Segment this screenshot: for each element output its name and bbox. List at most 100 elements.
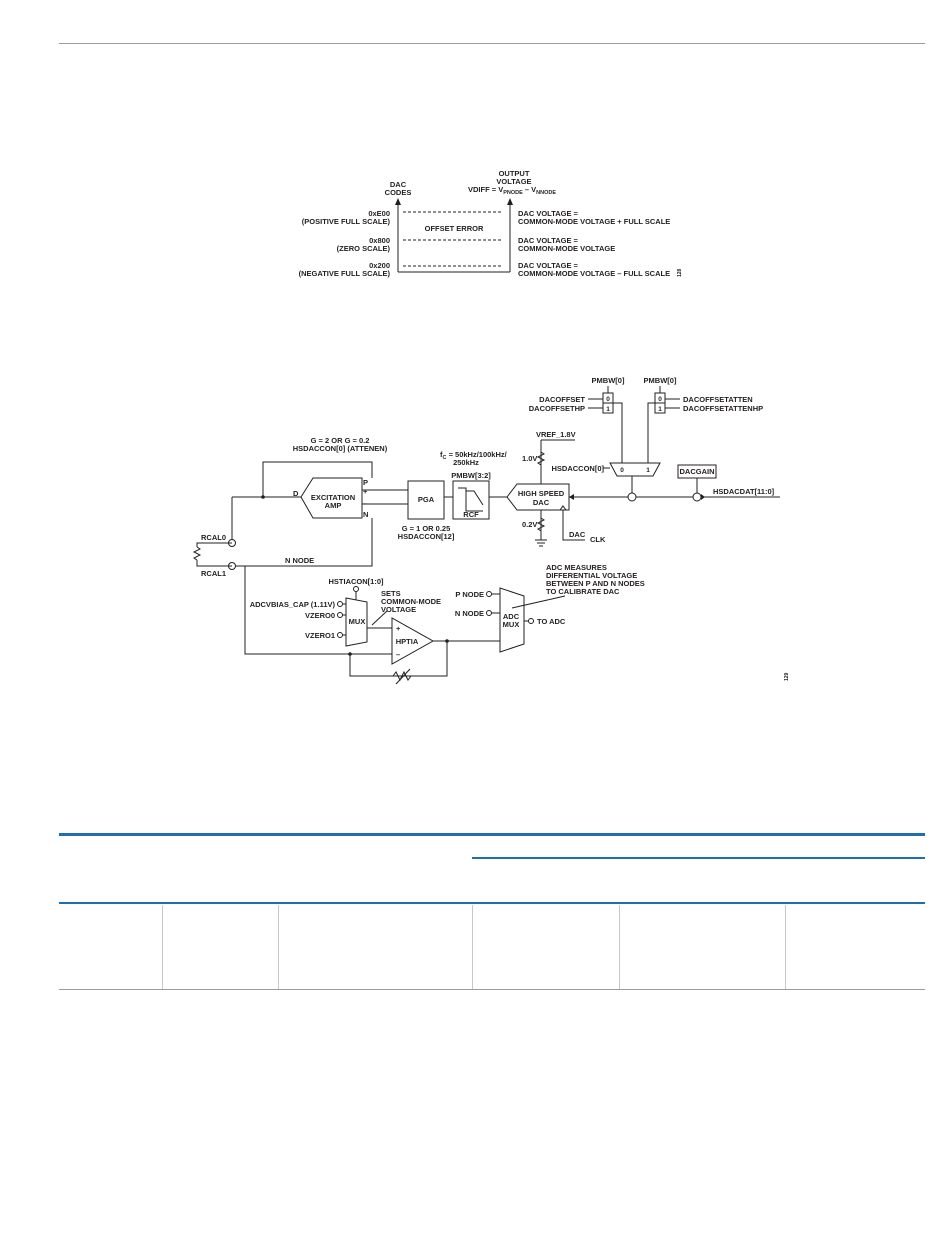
pmbw-right-1: 1 [658,406,662,413]
table-bottom-rule [59,989,925,990]
rcf-response [466,490,484,506]
vref-label: VREF_1.8V [536,430,576,439]
pmbw-left-label: PMBW[0] [592,376,625,385]
table-col-divider [278,905,279,989]
sets-pointer [371,610,388,626]
n-node-label: N NODE [285,556,314,565]
sets-label-2: COMMON-MODE [381,597,441,606]
vzero1-label: VZERO1 [305,631,335,640]
scale-negative: (NEGATIVE FULL SCALE) [299,269,391,278]
vdiff-label: VDIFF = VPNODE – VNNODE [468,185,556,196]
hptia-out-dot [445,639,449,643]
dac-codes-label-2: CODES [385,188,412,197]
adc-note-1: ADC MEASURES [546,563,607,572]
mux-label: MUX [349,617,366,626]
n-node-adc-pin [486,610,492,616]
table-subheader-rule [472,857,925,859]
exc-amp-label-2: AMP [325,501,342,510]
scale-zero: (ZERO SCALE) [337,244,391,253]
voltage-zero-1: DAC VOLTAGE = [518,236,579,245]
pmbw-left-0: 0 [606,396,610,403]
v02-label: 0.2V [522,520,537,529]
amp-feedback [262,461,373,497]
adcvbias-label: ADCVBIAS_CAP (1.11V) [250,600,336,609]
pmbw-left-1: 1 [606,406,610,413]
dac-clk-label-2: CLK [590,535,606,544]
pmbw-right-0: 0 [658,396,662,403]
n-label: N [363,510,368,519]
code-positive: 0xE00 [368,209,390,218]
voltage-positive-2: COMMON-MODE VOLTAGE + FULL SCALE [518,217,670,226]
rcal-top [196,542,232,547]
adc-mux-label-1: ADC [503,612,520,621]
excitation-amp [300,477,363,519]
adcvbias-pin [337,601,343,607]
gain-label-1: G = 2 OR G = 0.2 [311,436,370,445]
dacoffsetattenhp-label: DACOFFSETATTENHP [683,404,763,413]
hsdacdat-arrow [701,494,705,500]
page-header-rule [59,43,925,44]
exc-amp-label-1: EXCITATION [311,493,355,502]
pga-gain-label-1: G = 1 OR 0.25 [402,524,451,533]
dac-clk-marker [559,505,567,511]
dacoffsetatten-label: DACOFFSETATTEN [683,395,753,404]
dacoffset-label: DACOFFSET [539,395,585,404]
variable-arrow [395,668,411,685]
rcf-label: RCF [463,510,479,519]
sets-label-3: VOLTAGE [381,605,416,614]
high-speed-dac [506,483,570,511]
adc-note-4: TO CALIBRATE DAC [546,587,620,596]
adc-note-pointer [511,595,566,609]
v1-label: 1.0V [522,454,537,463]
gain-label-2: HSDACCON[0] (ATTENEN) [293,444,388,453]
rcal0-label: RCAL0 [201,533,226,542]
voltage-positive-1: DAC VOLTAGE = [518,209,579,218]
offset-error-label: OFFSET ERROR [425,224,484,233]
pga-block [407,480,445,520]
n-node-to-hptia [244,566,350,655]
code-negative: 0x200 [369,261,390,270]
pga-gain-label-2: HSDACCON[12] [398,532,455,541]
table-col-divider [785,905,786,989]
offset-summer [627,492,637,502]
figure2-id: 129 [784,672,790,681]
rcf-block [452,480,490,520]
dac-clk-label-1: DAC [569,530,586,539]
amp-minus-label: – [363,499,367,508]
feedback-resistor [392,670,412,682]
pga-label: PGA [418,495,435,504]
hsdaccon-mux [609,462,661,477]
n-node-line [236,518,373,567]
figure1-id: 128 [677,268,683,277]
d-node-dot [261,495,265,499]
table-col-divider [472,905,473,989]
table-col-divider [162,905,163,989]
table-top-rule [59,833,925,836]
voltage-zero-2: COMMON-MODE VOLTAGE [518,244,615,253]
pmbw-left-out [613,402,623,463]
p-node-label: P NODE [455,590,484,599]
pmbw-right-label: PMBW[0] [644,376,677,385]
hs-dac-label-2: DAC [533,498,550,507]
hptia-amp [391,617,435,665]
to-adc-pin [528,618,534,624]
output-voltage-label-1: OUTPUT [499,169,530,178]
cm-mux [345,597,368,647]
voltage-negative-2: COMMON-MODE VOLTAGE – FULL SCALE [518,269,670,278]
adc-note-3: BETWEEN P AND N NODES [546,579,645,588]
output-voltage-arrow [507,198,513,205]
dacoffsethp-label: DACOFFSETHP [529,404,585,413]
gain-multiplier [692,492,702,502]
hsdaccon0-label: HSDACCON[0] [552,464,605,473]
hptia-plus-label: + [396,624,401,633]
hptia-minus-label: – [396,650,400,659]
hstiacon-label: HSTIACON[1:0] [328,577,384,586]
bottom-resistor [536,517,546,532]
pmbw-right-out [647,402,655,463]
sets-label-1: SETS [381,589,401,598]
to-adc-label: TO ADC [537,617,566,626]
n-node-adc-label: N NODE [455,609,484,618]
code-zero: 0x800 [369,236,390,245]
